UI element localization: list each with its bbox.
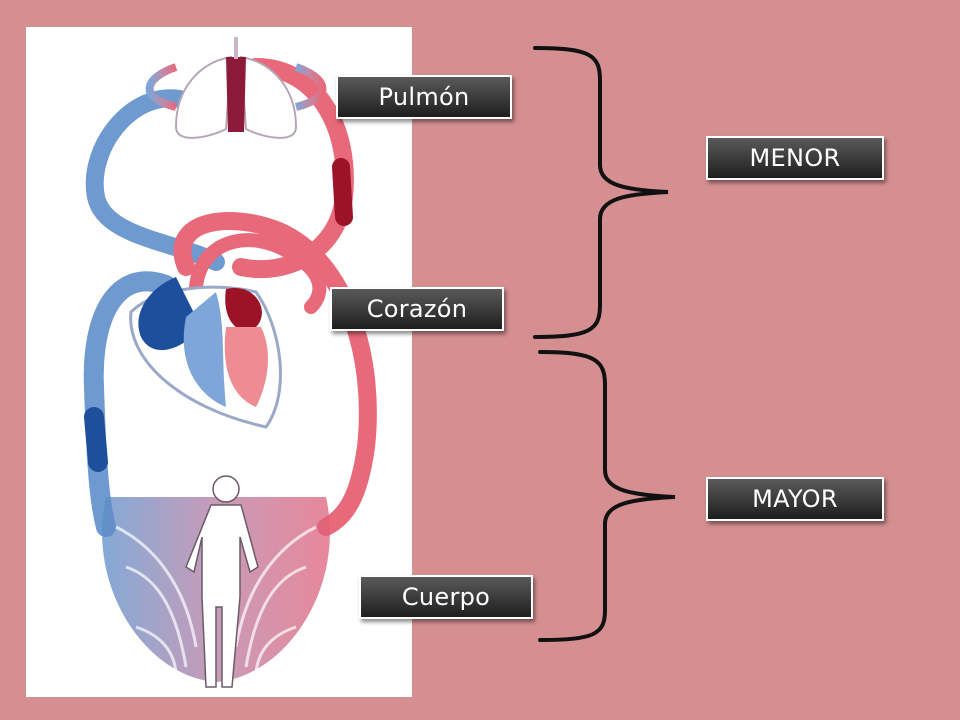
- human-figure: [185, 475, 259, 688]
- aorta-arch-cross: [189, 233, 327, 314]
- circulation-illustration: [26, 27, 412, 697]
- label-cuerpo: Cuerpo: [359, 575, 533, 619]
- pulmonary-vein-loop: [85, 89, 225, 271]
- label-corazon: Corazón: [330, 287, 504, 331]
- circulation-drawing: [83, 37, 377, 688]
- label-mayor: MAYOR: [706, 477, 884, 521]
- brace-mayor: [538, 350, 676, 642]
- systemic-vein-loop: [83, 271, 176, 537]
- label-pulmon: Pulmón: [336, 75, 512, 119]
- label-menor: MENOR: [706, 136, 884, 180]
- brace-menor: [533, 46, 669, 339]
- lungs: [145, 37, 327, 139]
- heart: [129, 277, 282, 429]
